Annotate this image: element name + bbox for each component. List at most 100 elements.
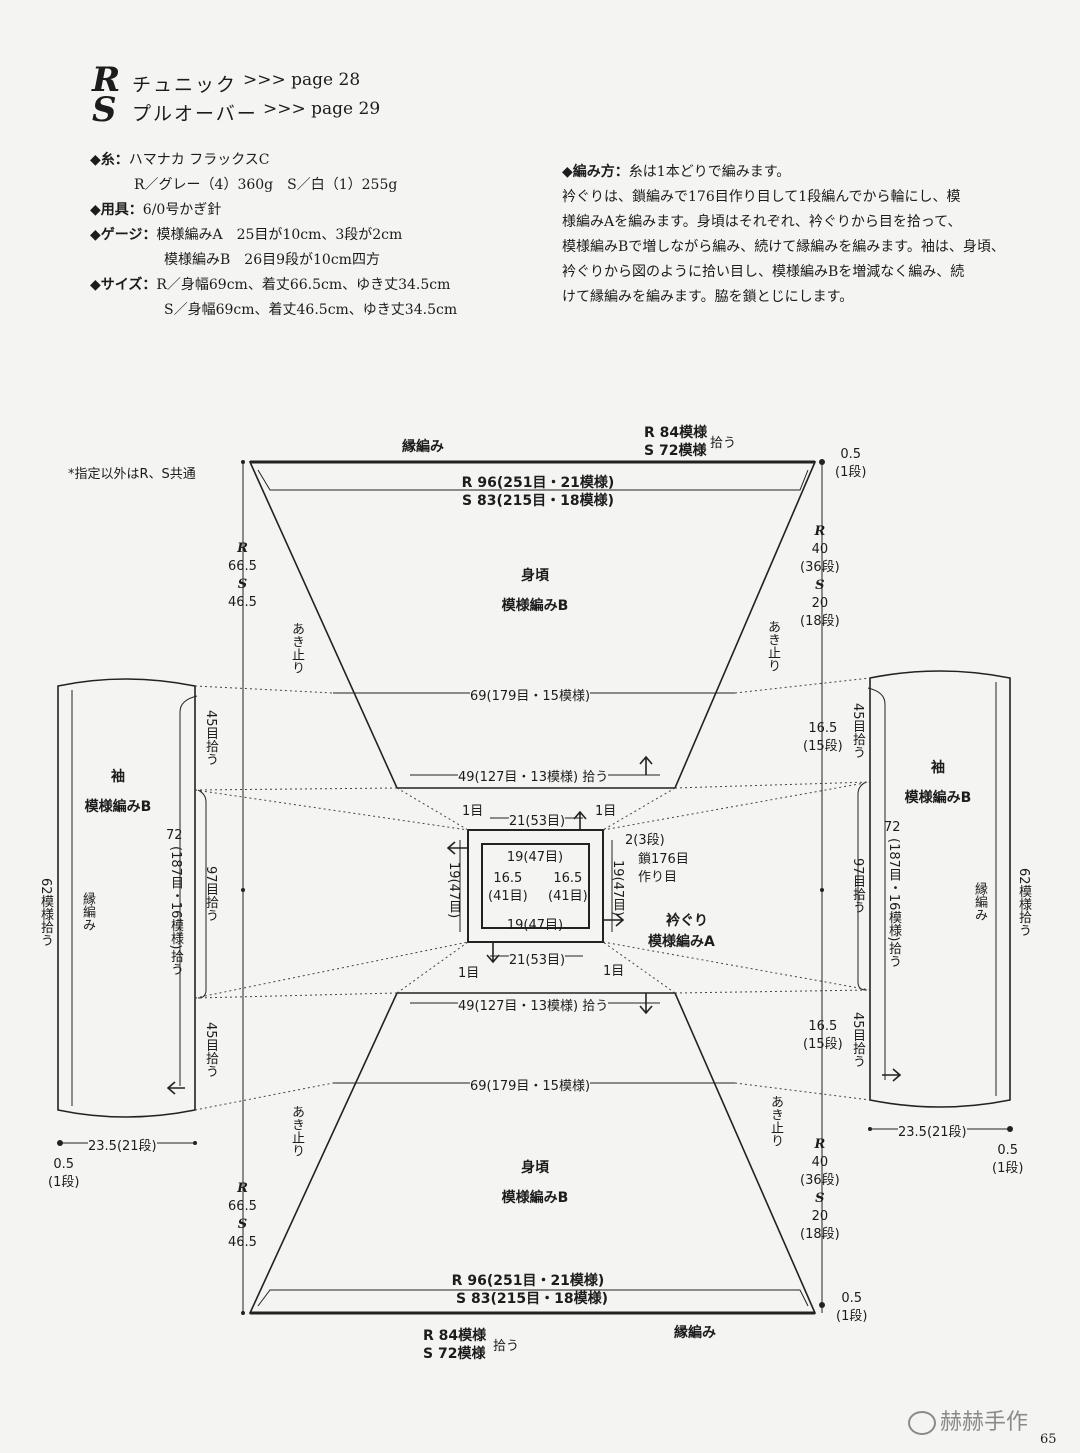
n165: 16.5 xyxy=(553,871,583,886)
s83-bottom: S 83(215目・18模様) xyxy=(456,1291,608,1307)
pick-s72-bottom: S 72模様 xyxy=(423,1346,486,1362)
right-165-upper: 16.5(15段) xyxy=(803,720,843,756)
right-235: 23.5(21段) xyxy=(898,1121,967,1140)
method-label: ◆編み方： xyxy=(562,164,629,180)
wechat-icon xyxy=(908,1411,936,1435)
left-sleeve-pattern: 模様編みB xyxy=(84,799,152,815)
p165: 16.5 xyxy=(808,721,838,736)
p15: (15段) xyxy=(803,1037,843,1052)
method-line-3: 様編みAを編みます。身頃はそれぞれ、衿ぐりから目を拾って、 xyxy=(562,214,962,230)
size-label: ◆サイズ： xyxy=(90,277,157,293)
collar-1-br: 1目 xyxy=(603,964,625,979)
left-edge-band: 縁編み xyxy=(80,892,95,931)
one-row: (1段) xyxy=(48,1175,80,1190)
n165: 16.5 xyxy=(493,871,523,886)
method-line-4: 模様編みBで増しながら編み、続けて縁編みを編みます。袖は、身頃、 xyxy=(562,239,1005,255)
lower-edge-band xyxy=(257,1289,809,1307)
collar-19-right: 19(47目) xyxy=(610,860,625,917)
size-s: S／身幅69cm、着丈46.5cm、ゆき丈34.5cm xyxy=(164,302,458,318)
half-row-bottom: 0.5(1段) xyxy=(836,1290,867,1326)
pick-label-top: 拾う xyxy=(710,436,737,451)
page-number: 65 xyxy=(1040,1432,1057,1447)
pick-label-bottom: 拾う xyxy=(493,1339,520,1354)
one-row: (1段) xyxy=(835,465,867,480)
n41: (41目) xyxy=(548,889,588,904)
len-665: 66.5 xyxy=(228,559,257,574)
collar-19-bottom: 19(47目) xyxy=(506,918,564,933)
lower-body-title: 身頃 xyxy=(521,1160,549,1176)
left-187: (187目・16模様)拾う xyxy=(168,846,183,976)
one-row: (1段) xyxy=(992,1161,1024,1176)
edge-label-top: 縁編み xyxy=(402,439,444,455)
left-length-upper: R 66.5 S 46.5 xyxy=(228,540,257,612)
gauge-label: ◆ゲージ： xyxy=(90,227,157,243)
yarn-detail: R／グレー（4）360g S／白（1）255g xyxy=(134,177,398,193)
half-row-top: 0.5 (1段) xyxy=(835,446,866,482)
width-69-lower: 69(179目・15模様) xyxy=(469,1075,591,1094)
pick-45-right-lower: 45目拾う xyxy=(850,1012,865,1068)
right-187: (187目・16模様)拾う xyxy=(886,838,901,968)
left-62: 62模様拾う xyxy=(38,878,53,947)
opening-left-lower: あき止り xyxy=(289,1105,304,1157)
pick-45-right-upper: 45目拾う xyxy=(850,703,865,759)
lower-body-pattern: 模様編みB xyxy=(501,1190,569,1206)
len-20: 20 xyxy=(811,1209,829,1224)
half-value: 0.5 xyxy=(841,1291,863,1306)
opening-left-upper: あき止り xyxy=(289,622,304,674)
pick-r84-bottom: R 84模様 xyxy=(423,1328,487,1344)
left-235: 23.5(21段) xyxy=(88,1135,157,1154)
watermark-text: 赫赫手作 xyxy=(940,1410,1029,1435)
collar-outer xyxy=(467,829,604,943)
rows-36: (36段) xyxy=(800,560,840,575)
r-title: チュニック xyxy=(132,74,238,96)
collar-1-bl: 1目 xyxy=(458,966,480,981)
width-49-lower: 49(127目・13模様) 拾う xyxy=(458,995,609,1014)
upper-body-outline xyxy=(248,461,817,789)
method-line-5: 衿ぐりから図のように拾い目し、模様編みBを増減なく編み、続 xyxy=(562,264,965,280)
chain-count: 鎖176目 xyxy=(638,852,689,867)
collar-1-tr: 1目 xyxy=(595,804,617,819)
left-sleeve-title: 袖 xyxy=(111,769,125,785)
method-block: ◆編み方：糸は1本どりで編みます。 衿ぐりは、鎖編みで176目作り目して1段編ん… xyxy=(562,160,1005,310)
pick-text: 拾う xyxy=(582,770,609,785)
collar-chain: 鎖176目作り目 xyxy=(638,851,689,887)
pick-45-left-lower: 45目拾う xyxy=(203,1022,218,1078)
len-20: 20 xyxy=(811,596,829,611)
n41: (41目) xyxy=(488,889,528,904)
opening-right-upper: あき止り xyxy=(765,620,780,672)
len-465: 46.5 xyxy=(228,1235,257,1250)
right-half-row: 0.5(1段) xyxy=(992,1142,1023,1178)
right-72: 72 xyxy=(884,820,901,835)
s-mark-small: S xyxy=(237,1217,248,1232)
len-40: 40 xyxy=(811,542,829,557)
pick-s72-top: S 72模様 xyxy=(644,443,707,459)
half-value: 0.5 xyxy=(840,447,862,462)
r-mark-small: R xyxy=(814,1137,826,1152)
collar-pattern: 模様編みA xyxy=(648,934,715,950)
upper-body-title: 身頃 xyxy=(521,568,549,584)
r-mark: R xyxy=(92,60,121,100)
right-sleeve-pattern: 模様編みB xyxy=(904,790,972,806)
edge-label-bottom: 縁編み xyxy=(674,1325,716,1341)
right-97: 97目拾う xyxy=(850,858,865,914)
upper-edge-band xyxy=(257,469,809,491)
r-mark-small: R xyxy=(814,524,826,539)
pick-r84-top: R 84模様 xyxy=(644,425,708,441)
opening-right-lower: あき止り xyxy=(768,1095,783,1147)
p165: 16.5 xyxy=(808,1019,838,1034)
right-165-lower: 16.5 (15段) xyxy=(803,1018,843,1054)
half-value: 0.5 xyxy=(53,1157,75,1172)
tools-label: ◆用具： xyxy=(90,202,143,218)
common-note: *指定以外はR、S共通 xyxy=(68,467,196,482)
left-half-row: 0.5 (1段) xyxy=(48,1156,79,1192)
method-line-2: 衿ぐりは、鎖編みで176目作り目して1段編んでから輪にし、模 xyxy=(562,189,961,205)
collar-21-bottom: 21(53目) xyxy=(508,949,566,968)
right-62: 62模様拾う xyxy=(1016,868,1031,937)
w49-text: 49(127目・13模様) xyxy=(458,999,579,1014)
collar-1-tl: 1目 xyxy=(462,804,484,819)
gauge-a: 模様編みA 25目が10cm、3段が2cm xyxy=(156,227,403,243)
pick-text: 拾う xyxy=(582,999,609,1014)
r-mark-small: R xyxy=(237,541,248,556)
rows-18: (18段) xyxy=(800,1227,840,1242)
